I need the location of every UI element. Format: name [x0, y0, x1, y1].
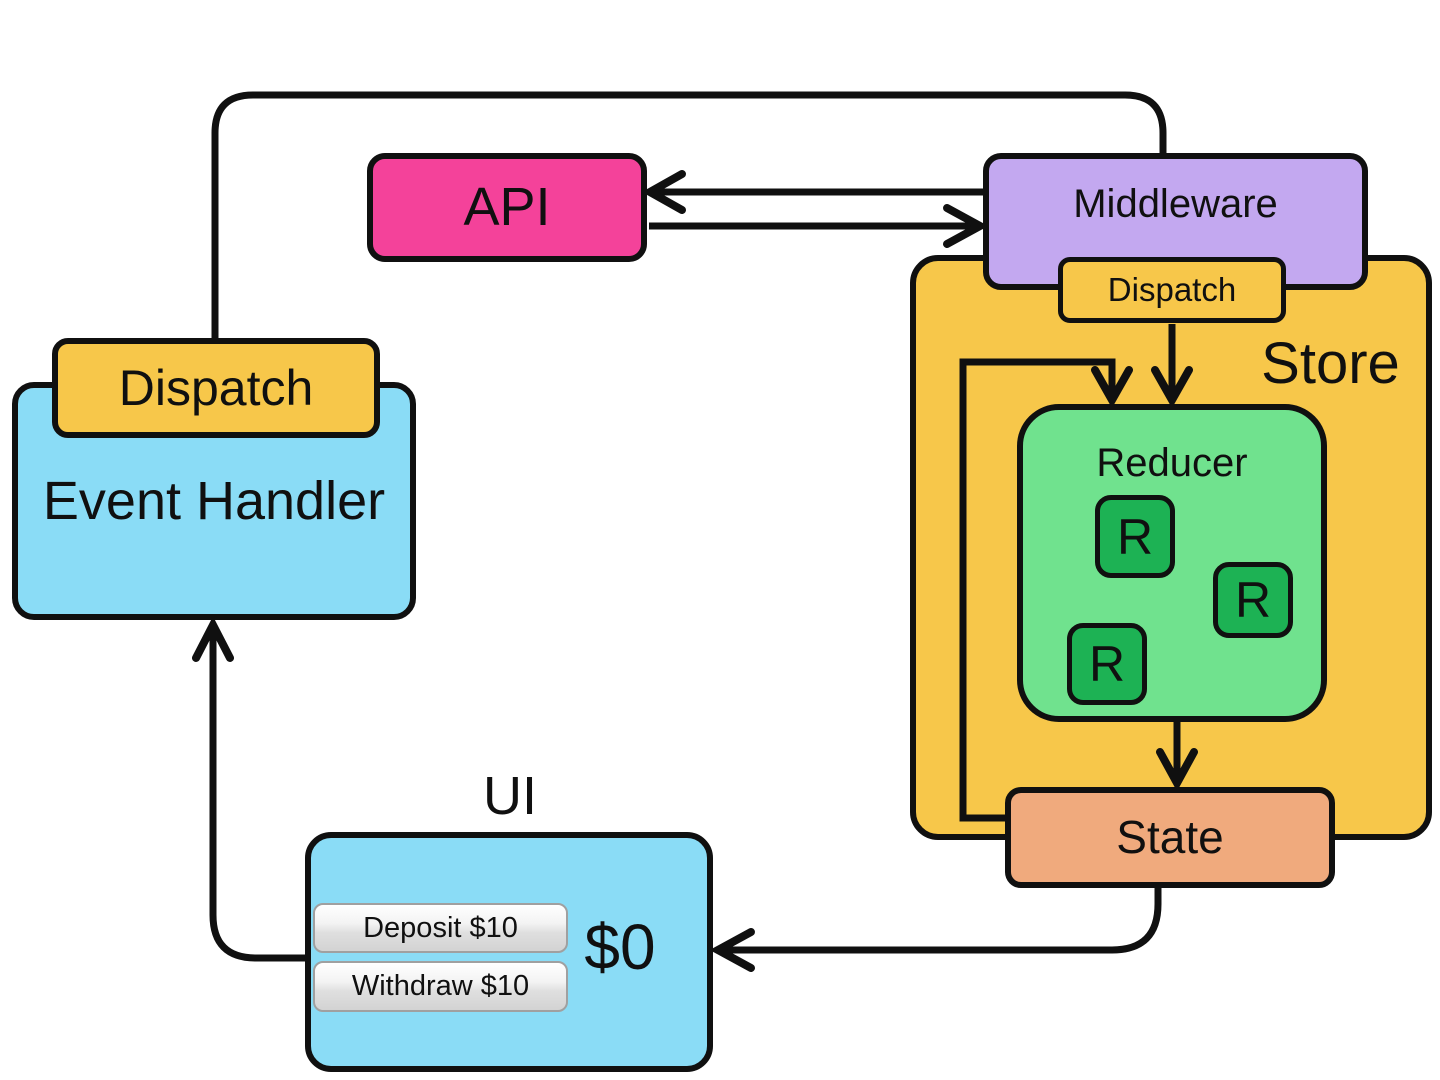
store-label: Store — [1261, 331, 1400, 396]
api-node: API — [367, 153, 647, 262]
reducer-r-label: R — [1234, 572, 1272, 628]
balance-text: $0 — [584, 911, 656, 983]
event-handler-label: Event Handler — [42, 470, 386, 531]
api-label: API — [463, 177, 551, 238]
arrow-middleware-to-api — [641, 170, 983, 214]
state-label: State — [1116, 811, 1224, 864]
withdraw-button[interactable]: Withdraw $10 — [313, 961, 568, 1012]
store-dispatch-node: Dispatch — [1058, 257, 1286, 323]
deposit-button-label: Deposit $10 — [363, 911, 518, 944]
reducer-r-chip: R — [1067, 623, 1147, 705]
reducer-r-label: R — [1116, 508, 1154, 565]
deposit-button[interactable]: Deposit $10 — [313, 903, 568, 953]
arrow-ui-to-event-handler — [192, 616, 312, 962]
withdraw-button-label: Withdraw $10 — [351, 970, 530, 1002]
reducer-r-chip: R — [1213, 562, 1293, 638]
arrow-api-to-middleware — [649, 204, 989, 248]
reducer-r-label: R — [1088, 636, 1126, 692]
middleware-label: Middleware — [1073, 182, 1278, 226]
ui-title: UI — [483, 766, 537, 826]
arrow-state-to-ui — [709, 886, 1162, 972]
reducer-label: Reducer — [1096, 441, 1248, 485]
reducer-r-chip: R — [1095, 495, 1175, 578]
store-dispatch-label: Dispatch — [1107, 270, 1237, 308]
event-dispatch-node: Dispatch — [52, 338, 380, 438]
event-dispatch-label: Dispatch — [118, 359, 314, 416]
state-node: State — [1005, 787, 1335, 888]
